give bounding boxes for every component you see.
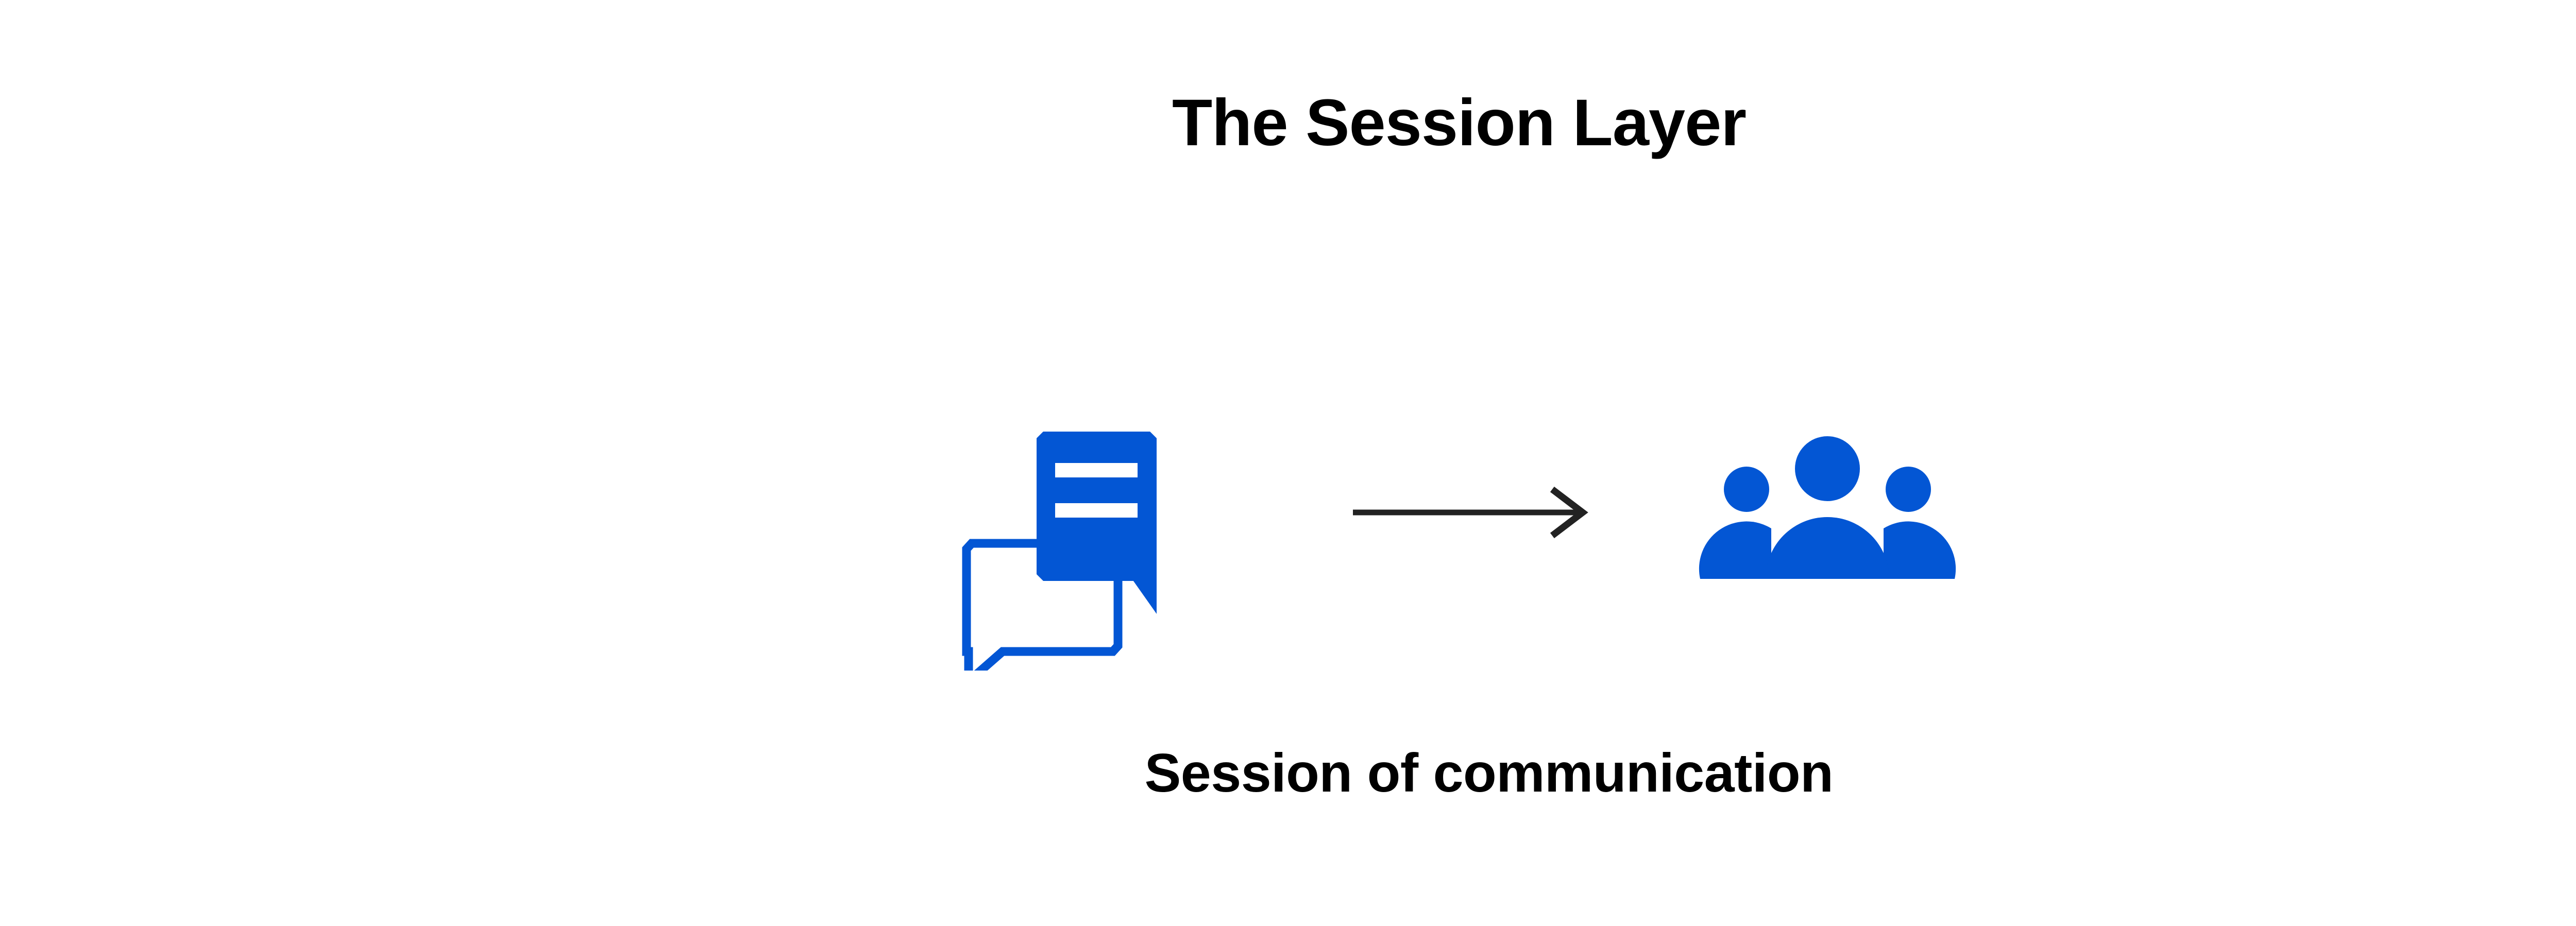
arrow-head [1550,486,1588,539]
person-center-body [1766,517,1889,579]
page-title: The Session Layer [0,90,2576,156]
diagram-container [958,402,1968,671]
message-line-2 [1055,503,1138,518]
person-left-head [1724,467,1769,512]
people-group-icon [1696,426,1959,586]
person-center-head [1795,436,1860,501]
person-right-head [1886,467,1931,512]
chat-bubbles-icon [958,413,1236,671]
person-right-body [1884,521,1956,579]
person-left-body [1699,521,1771,579]
message-line-1 [1055,463,1138,477]
diagram-caption: Session of communication [1144,743,1834,803]
page-title-text: The Session Layer [1172,86,1747,160]
chat-bubble-filled-pointer [1128,574,1157,614]
arrow-right-icon [1350,484,1592,541]
